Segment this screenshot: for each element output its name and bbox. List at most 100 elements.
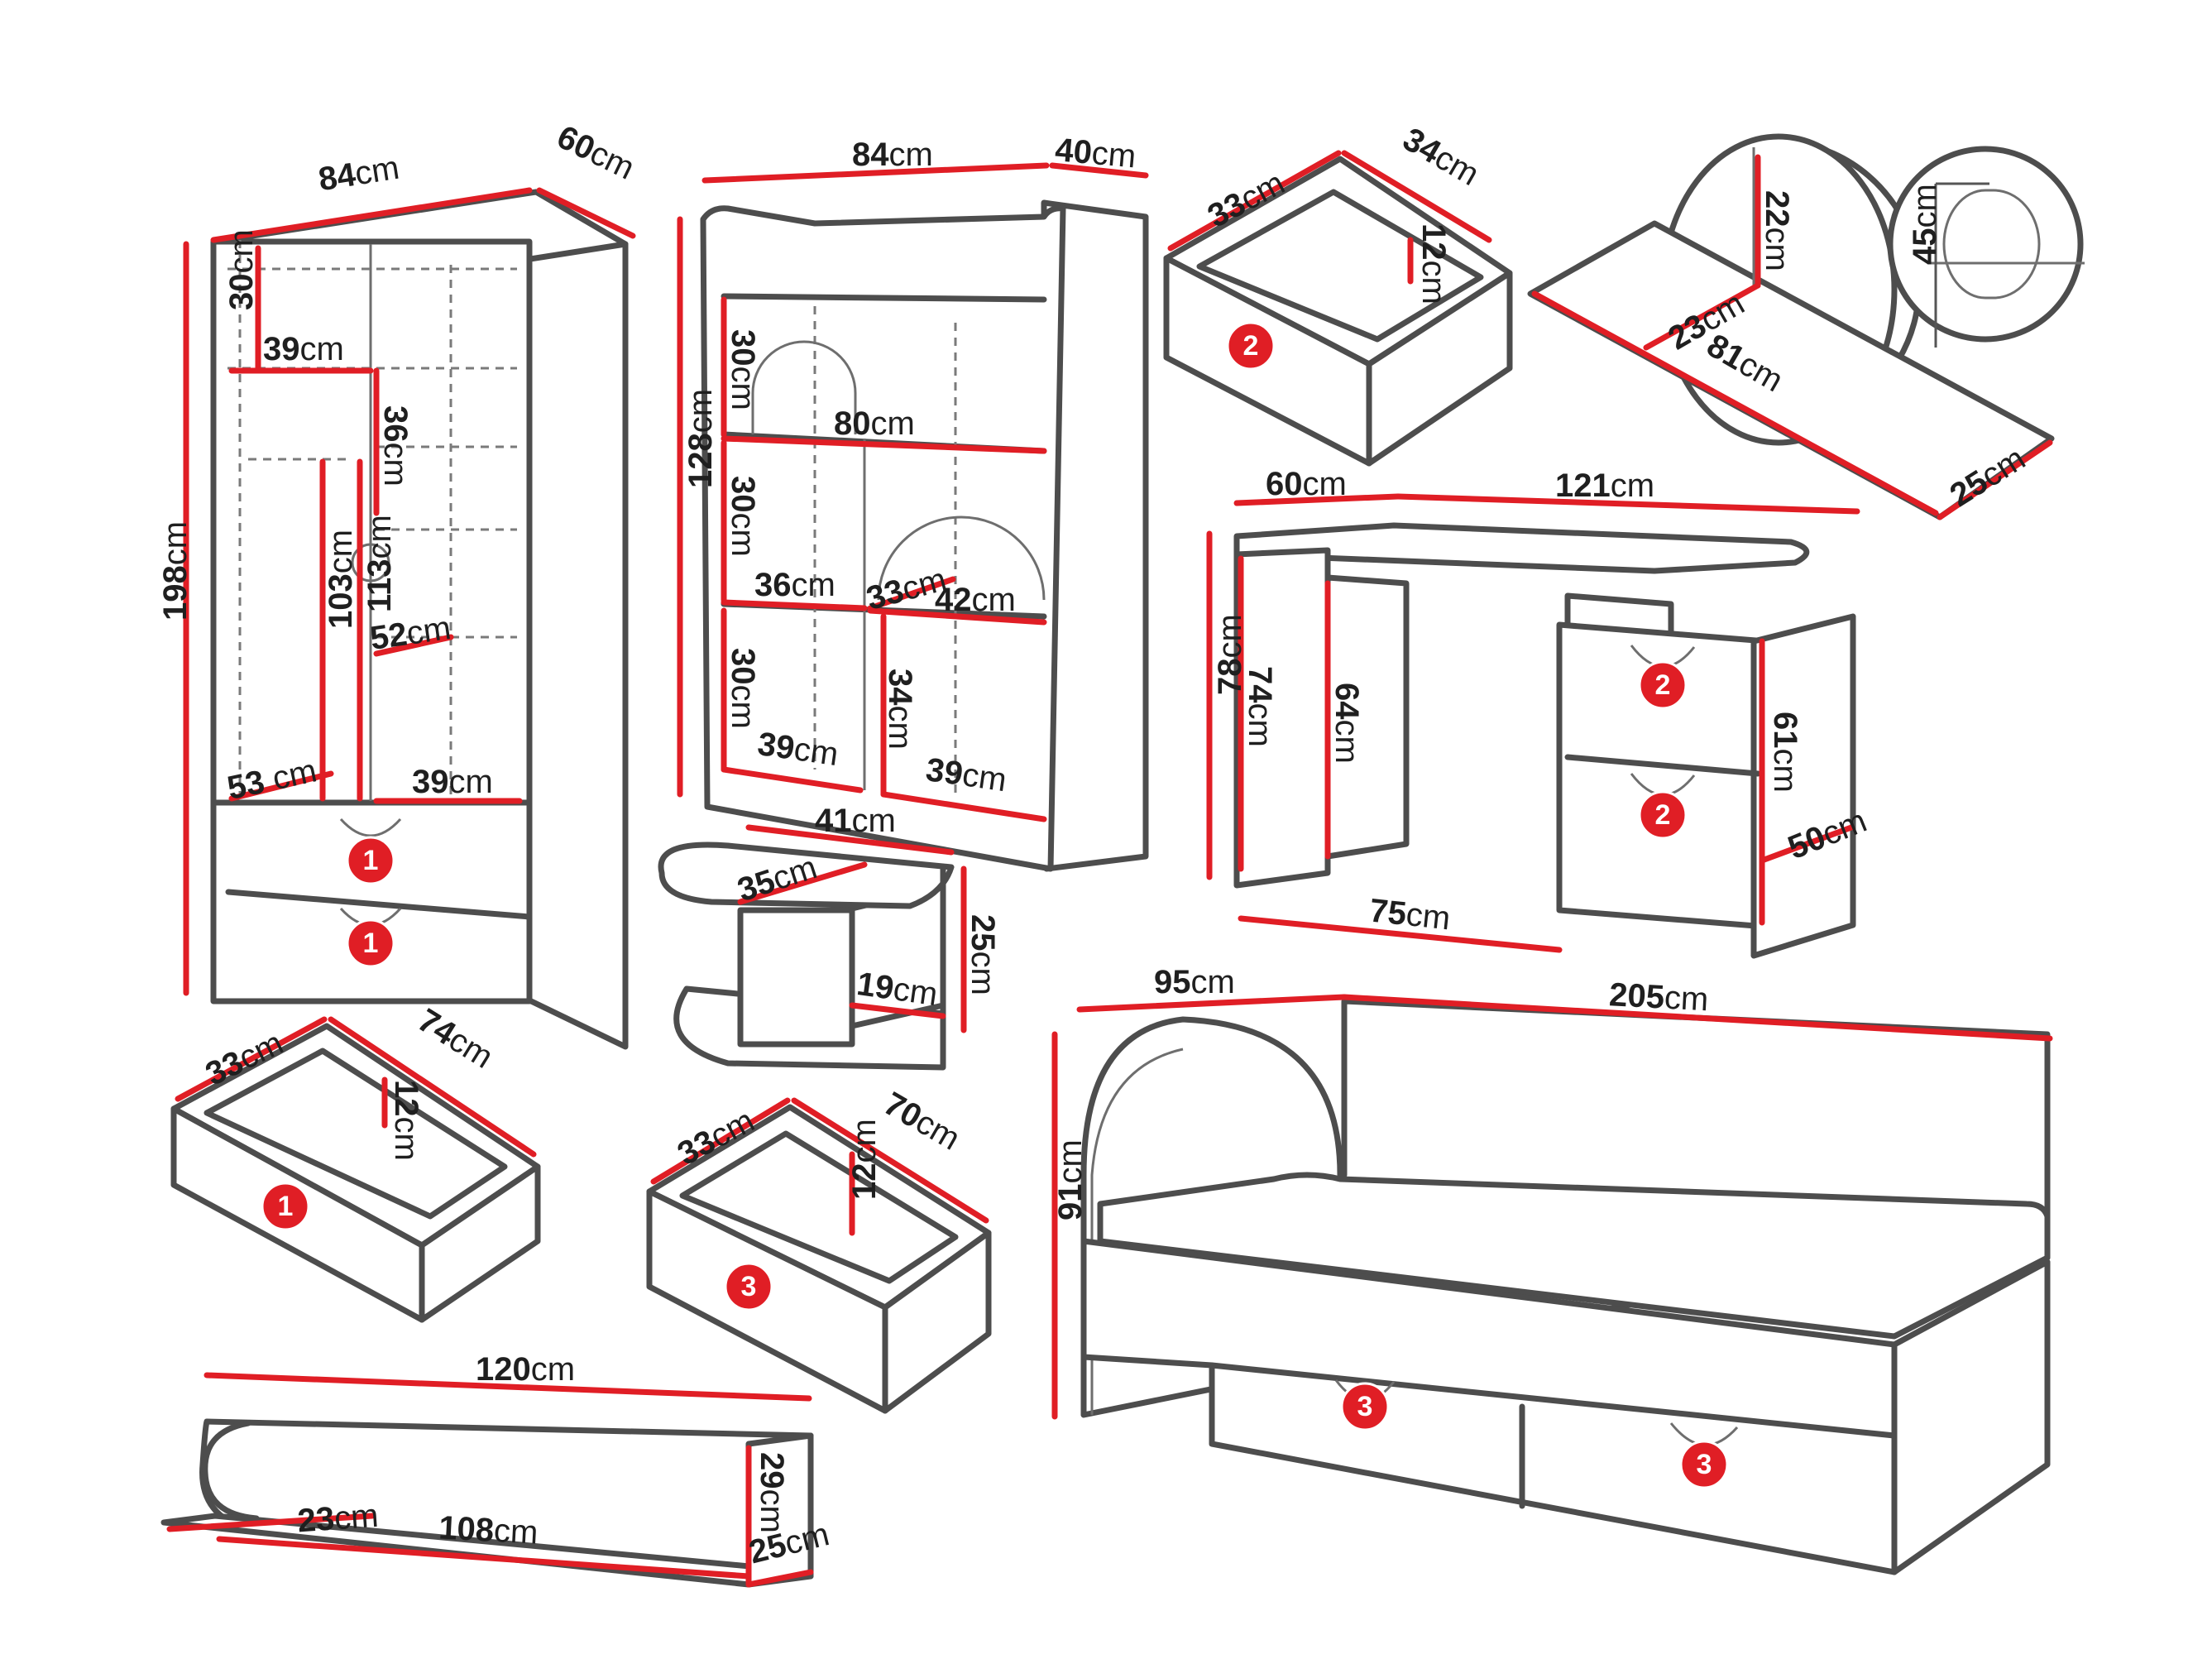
drawer-badge-number: 2 [1655, 669, 1671, 701]
bed-drawer-inner [679, 1130, 959, 1284]
bed-headboard-inner [1090, 1048, 1184, 1415]
drawer-badge [1638, 790, 1688, 840]
dim-label: 41cm [815, 803, 896, 839]
desk-depth-line [1233, 493, 1401, 506]
drawer-badge-number: 2 [1243, 330, 1259, 362]
dim-label: 52cm [368, 610, 453, 657]
drawer-badge [346, 836, 395, 885]
dim-label: 25cm [965, 914, 1001, 995]
desk-drawer-depth-line [1341, 150, 1492, 243]
drawer-badge [261, 1182, 310, 1231]
dim-label: 84cm [316, 150, 402, 199]
bookcase-bottom-left-line [721, 766, 864, 794]
desk-drawer-divider [1564, 754, 1761, 777]
bed-mattress [1097, 1172, 2051, 1340]
bookcase-left-cell-line [721, 599, 868, 611]
round-shelf-depth-line [1643, 282, 1761, 351]
drawer-badge-number: 2 [1655, 799, 1671, 831]
dim-label: 45cm [1907, 184, 1943, 265]
shelf-detail-zoom: 45cm [1887, 146, 2085, 348]
drawer-badge-number: 3 [741, 1271, 757, 1302]
bookcase-arch-middle [877, 515, 1046, 601]
desk-drawer: 2 33cm 34cm 12cm [1163, 121, 1513, 467]
bookcase-arch-depth-line [867, 576, 956, 611]
wardrobe-drawer-width-line [175, 1016, 328, 1102]
wardrobe-drawer-inner [203, 1048, 508, 1220]
bed-headboard-width-line [1076, 994, 1348, 1013]
wardrobe-width-line [210, 187, 533, 243]
detail-disc [1942, 189, 2041, 300]
drawer-badge [1679, 1440, 1729, 1489]
bookcase-arch-top [751, 340, 857, 434]
dim-label: 60cm [552, 118, 640, 186]
dim-label: 113cm [361, 515, 398, 612]
bed-drawer-side [882, 1230, 992, 1414]
wardrobe-inner-depth-line [228, 770, 334, 802]
dim-label: 74cm [411, 1002, 499, 1076]
dim-label: 78cm [1212, 614, 1248, 695]
long-shelf-curve [202, 1420, 260, 1522]
dim-label: 70cm [878, 1086, 966, 1158]
drawer-badge-number: 3 [1357, 1391, 1373, 1422]
dim-label: 95cm [1154, 964, 1235, 1000]
bed-length-line [1341, 994, 2053, 1042]
dim-label: 128cm [682, 389, 719, 488]
dim-label: 91cm [1052, 1139, 1089, 1220]
nightstand-core [737, 907, 855, 1048]
bed-drawer: 3 33cm 70cm 12cm [646, 1086, 992, 1414]
detail-circle [1887, 146, 2084, 343]
desk-knee-width-line [1238, 915, 1563, 953]
dim-label: 36cm [754, 567, 835, 603]
wardrobe-drawer-depth-line [328, 1016, 537, 1158]
dim-label: 39cm [412, 764, 493, 800]
bed: 3 3 95cm 205cm 91cm [1051, 964, 2053, 1575]
dim-label: 53 cm [224, 752, 320, 807]
drawer-badge-number: 1 [363, 845, 379, 876]
wardrobe: 1 1 84cm 60cm 198cm 30cm 39cm 36cm 103cm… [157, 118, 640, 1050]
long-shelf: 120cm 23cm 108cm 29cm 25cm [160, 1351, 833, 1588]
dim-label: 30cm [725, 648, 761, 729]
dim-label: 30cm [223, 229, 260, 310]
dim-label: 39cm [755, 726, 840, 773]
dim-label: 30cm [725, 329, 761, 410]
dim-label: 80cm [834, 405, 915, 442]
drawer-badge [1638, 660, 1688, 710]
wardrobe-depth-line [536, 187, 636, 239]
dim-label: 64cm [1329, 683, 1365, 764]
wardrobe-drawer: 1 33cm 74cm 12cm [170, 1002, 541, 1323]
long-shelf-length-line [203, 1372, 812, 1402]
desk-drawer-side [1366, 270, 1513, 467]
dim-label: 198cm [157, 521, 194, 621]
long-shelf-return-line [166, 1513, 376, 1532]
desk-top [1233, 522, 1810, 574]
dim-label: 84cm [852, 137, 933, 173]
bed-drawer-depth-line [791, 1097, 989, 1224]
wardrobe-drawer-side [419, 1163, 541, 1323]
dim-label: 23cm [296, 1498, 380, 1540]
drawer-badge [724, 1262, 773, 1311]
dim-label: 74cm [1242, 666, 1278, 747]
drawer-badge-number: 3 [1697, 1449, 1712, 1480]
dim-label: 205cm [1608, 976, 1709, 1018]
dim-label: 121cm [1555, 467, 1654, 504]
round-shelf-length-line [1531, 290, 1939, 516]
dim-label: 75cm [1367, 892, 1452, 937]
wardrobe-knob [351, 543, 390, 583]
dim-label: 108cm [438, 1509, 539, 1551]
desk-drawer-width-line [1167, 150, 1342, 252]
drawer-badge [346, 918, 395, 968]
drawer-badge [1226, 321, 1276, 371]
nightstand-depth-line [737, 861, 868, 905]
desk: 2 2 60cm 121cm 78cm 74cm 64cm 75cm 61cm … [1206, 466, 1872, 959]
dim-label: 36cm [377, 405, 414, 487]
desk-left-panel [1233, 547, 1331, 889]
dim-label: 19cm [855, 966, 940, 1013]
dim-label: 40cm [1054, 132, 1137, 175]
long-shelf-inner-line [216, 1536, 752, 1580]
dim-label: 61cm [1767, 712, 1803, 793]
drawer-badge [1340, 1382, 1390, 1431]
nightstand-inner-line [849, 1002, 946, 1019]
bookcase-width-line [701, 162, 1050, 184]
